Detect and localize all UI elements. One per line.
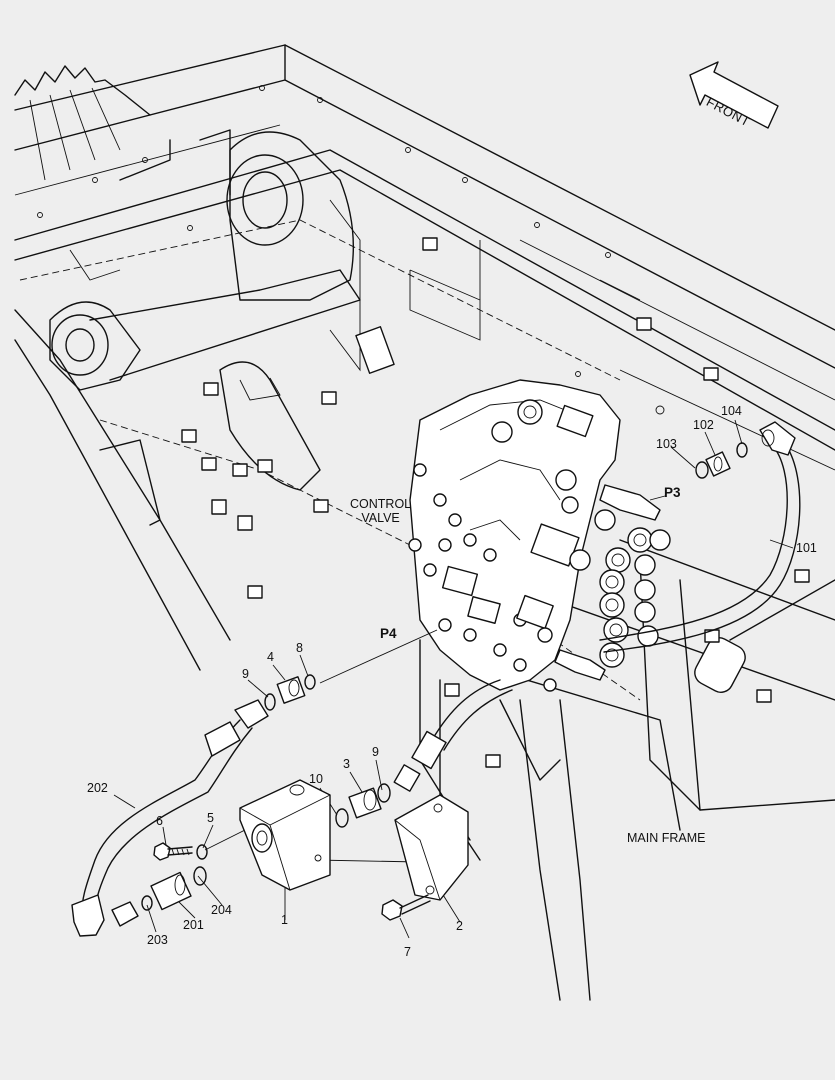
callout-6: 6 bbox=[156, 814, 163, 828]
callout-101: 101 bbox=[796, 541, 817, 555]
callout-203: 203 bbox=[147, 933, 168, 947]
callout-102: 102 bbox=[693, 418, 714, 432]
control-valve-body bbox=[408, 379, 661, 692]
callout-201: 201 bbox=[183, 918, 204, 932]
callout-7: 7 bbox=[404, 945, 411, 959]
p3-fittings bbox=[695, 442, 748, 479]
block-lower-fittings bbox=[111, 866, 207, 927]
callout-3: 3 bbox=[343, 757, 350, 771]
callout-2: 2 bbox=[456, 919, 463, 933]
callout-103: 103 bbox=[656, 437, 677, 451]
leader-lines bbox=[113, 419, 794, 939]
callout-204: 204 bbox=[211, 903, 232, 917]
main-frame-label: MAIN FRAME bbox=[627, 831, 706, 845]
control-valve-label-line1: CONTROL bbox=[350, 497, 412, 511]
mounting-bracket bbox=[394, 794, 469, 901]
control-valve-label: CONTROL VALVE bbox=[350, 497, 411, 525]
track-teeth bbox=[14, 65, 151, 181]
port-p4-label: P4 bbox=[380, 626, 397, 641]
front-arrow-icon bbox=[689, 61, 779, 129]
callout-10: 10 bbox=[309, 772, 323, 786]
bolt-7 bbox=[381, 894, 431, 921]
hose-101 bbox=[599, 421, 801, 653]
hose-p4 bbox=[393, 679, 513, 792]
frame-fasteners bbox=[37, 85, 810, 768]
callout-5: 5 bbox=[207, 811, 214, 825]
callout-104: 104 bbox=[721, 404, 742, 418]
hose-202 bbox=[71, 699, 269, 937]
callout-9-upper: 9 bbox=[242, 667, 249, 681]
p4-fittings bbox=[264, 674, 316, 711]
control-valve-label-line2: VALVE bbox=[361, 511, 400, 525]
callout-8: 8 bbox=[296, 641, 303, 655]
callout-1: 1 bbox=[281, 913, 288, 927]
callout-202: 202 bbox=[87, 781, 108, 795]
washer-5 bbox=[196, 844, 208, 860]
valve-spool-caps bbox=[594, 509, 671, 668]
port-p3-label: P3 bbox=[664, 485, 681, 500]
block-upper-fittings bbox=[335, 783, 391, 828]
bolt-6 bbox=[153, 842, 193, 861]
callout-4: 4 bbox=[267, 650, 274, 664]
manifold-block bbox=[239, 779, 331, 891]
callout-9-lower: 9 bbox=[372, 745, 379, 759]
boom-bracket bbox=[49, 131, 361, 491]
